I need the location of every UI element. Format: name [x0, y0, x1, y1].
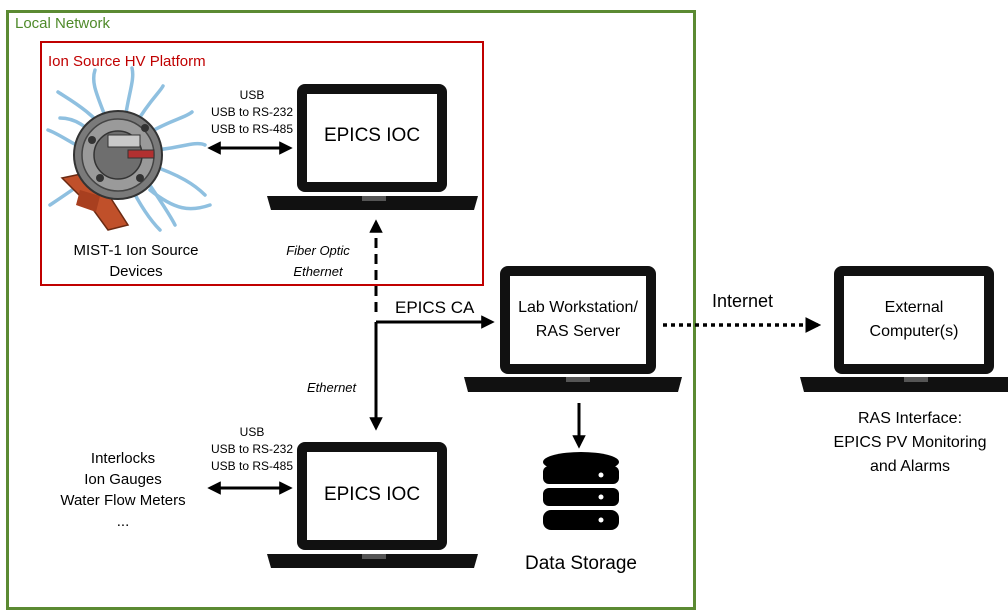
fiber-optic-label: Fiber Optic Ethernet	[286, 240, 350, 282]
workstation-laptop	[464, 266, 682, 392]
top-ioc-laptop	[267, 84, 478, 210]
devices-line2: Ion Gauges	[84, 471, 162, 488]
workstation-label: Lab Workstation/ RAS Server	[518, 296, 638, 344]
ethernet-label: Ethernet	[307, 380, 357, 395]
devices-list: Interlocks Ion Gauges Water Flow Meters …	[60, 448, 185, 532]
hv-platform-frame	[40, 41, 484, 286]
bottom-ioc-laptop	[267, 442, 478, 568]
bottom-link-line1: USB	[239, 425, 265, 439]
external-label: External Computer(s)	[870, 296, 959, 344]
bottom-link-label: USB USB to RS-232 USB to RS-485	[211, 424, 293, 475]
internet-label: Internet	[712, 291, 774, 311]
diagram-graphics	[46, 66, 1008, 568]
ras-interface-line1: RAS Interface:	[857, 410, 963, 427]
fiber-optic-line2: Ethernet	[293, 264, 343, 279]
top-link-line2: USB to RS-232	[210, 105, 294, 119]
external-line1: External	[884, 299, 944, 316]
ras-interface-caption: RAS Interface: EPICS PV Monitoring and A…	[834, 407, 987, 479]
ras-interface-line3: and Alarms	[869, 458, 951, 475]
data-storage-label: Data Storage	[525, 553, 637, 574]
top-ioc-label: EPICS IOC	[323, 125, 421, 146]
local-network-label: Local Network	[15, 15, 111, 32]
ion-source-caption-line1: MIST-1 Ion Source	[73, 242, 199, 259]
workstation-line1: Lab Workstation/	[518, 299, 638, 316]
epics-ca-label: EPICS CA	[395, 298, 475, 317]
top-link-line1: USB	[239, 88, 265, 102]
devices-line4: ...	[116, 513, 130, 530]
top-link-line3: USB to RS-485	[210, 122, 294, 136]
ion-source-caption-line2: Devices	[109, 263, 163, 280]
workstation-line2: RAS Server	[535, 323, 621, 340]
ion-source-caption: MIST-1 Ion Source Devices	[73, 240, 198, 282]
ras-interface-line2: EPICS PV Monitoring	[833, 434, 987, 451]
bottom-ioc-label: EPICS IOC	[323, 484, 421, 505]
devices-line1: Interlocks	[90, 450, 156, 467]
ion-source-illustration	[46, 66, 212, 232]
fiber-optic-line1: Fiber Optic	[286, 243, 350, 258]
external-line2: Computer(s)	[869, 323, 959, 340]
bottom-link-line2: USB to RS-232	[210, 442, 294, 456]
hv-platform-label: Ion Source HV Platform	[48, 53, 206, 70]
database-icon	[543, 452, 619, 530]
external-laptop	[800, 266, 1008, 392]
top-link-label: USB USB to RS-232 USB to RS-485	[211, 87, 293, 138]
devices-line3: Water Flow Meters	[60, 492, 186, 509]
bottom-link-line3: USB to RS-485	[210, 459, 294, 473]
